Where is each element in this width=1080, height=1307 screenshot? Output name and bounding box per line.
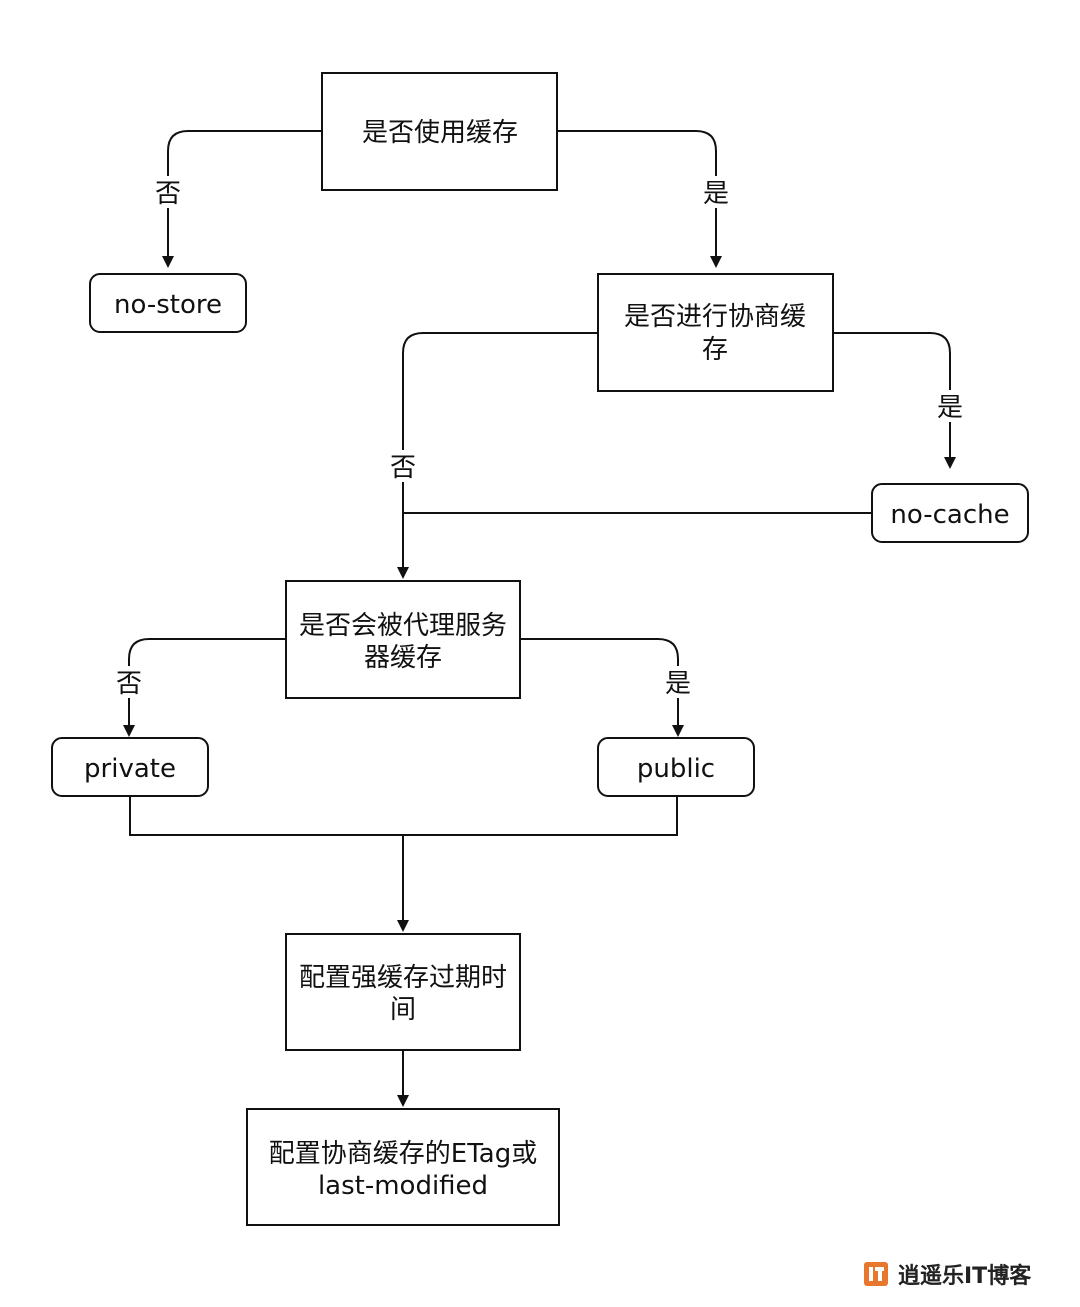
watermark: 逍遥乐IT博客 <box>864 1262 1032 1289</box>
edge-label-yes: 是 <box>937 393 963 423</box>
node-negotiate-line-1: 是否进行协商缓 <box>624 302 806 332</box>
edge-negotiate-to-proxy <box>397 332 598 579</box>
node-public-label: public <box>637 754 715 784</box>
edge-label-yes: 是 <box>703 179 729 209</box>
node-public: public <box>597 737 755 797</box>
edge-label-no: 否 <box>116 669 142 699</box>
node-private: private <box>51 737 209 797</box>
node-use-cache: 是否使用缓存 <box>321 72 558 191</box>
edge-proxy-to-public <box>520 638 684 737</box>
edge-label-no-cache-yes: 是 <box>936 390 964 423</box>
edge-label-yes: 是 <box>665 669 691 699</box>
node-strong-cache-line-2: 间 <box>390 995 416 1025</box>
edge-label-no: 否 <box>155 179 181 209</box>
edge-label-use-cache-yes: 是 <box>702 176 730 209</box>
node-etag: 配置协商缓存的ETag或 last-modified <box>246 1108 560 1226</box>
node-proxy: 是否会被代理服务 器缓存 <box>285 580 521 699</box>
edge-use-cache-to-no-store <box>162 130 322 268</box>
node-no-cache: no-cache <box>871 483 1029 543</box>
node-strong-cache-line-1: 配置强缓存过期时 <box>299 963 507 993</box>
edge-proxy-to-private <box>123 638 286 737</box>
node-negotiate: 是否进行协商缓 存 <box>597 273 834 392</box>
node-proxy-line-1: 是否会被代理服务 <box>299 611 507 641</box>
edge-use-cache-to-negotiate <box>557 130 722 268</box>
edge-label-no-store: 否 <box>154 176 182 209</box>
edge-label-no: 否 <box>390 453 416 483</box>
edge-label-negotiate-no: 否 <box>389 450 417 483</box>
node-etag-line-1: 配置协商缓存的ETag或 <box>269 1139 537 1169</box>
edge-label-public-yes: 是 <box>664 666 692 699</box>
node-no-store: no-store <box>89 273 247 333</box>
watermark-text: 逍遥乐IT博客 <box>898 1263 1032 1289</box>
node-no-store-label: no-store <box>114 290 222 320</box>
node-private-label: private <box>84 754 176 784</box>
node-use-cache-label: 是否使用缓存 <box>362 118 518 148</box>
node-no-cache-label: no-cache <box>890 500 1009 530</box>
watermark-logo-icon <box>864 1262 888 1286</box>
edge-negotiate-to-no-cache <box>833 332 956 469</box>
node-etag-line-2: last-modified <box>318 1171 488 1201</box>
node-negotiate-line-2: 存 <box>702 335 728 365</box>
node-strong-cache: 配置强缓存过期时 间 <box>285 933 521 1051</box>
edge-private-public-merge <box>129 796 678 836</box>
edge-label-private-no: 否 <box>115 666 143 699</box>
node-proxy-line-2: 器缓存 <box>364 643 442 673</box>
